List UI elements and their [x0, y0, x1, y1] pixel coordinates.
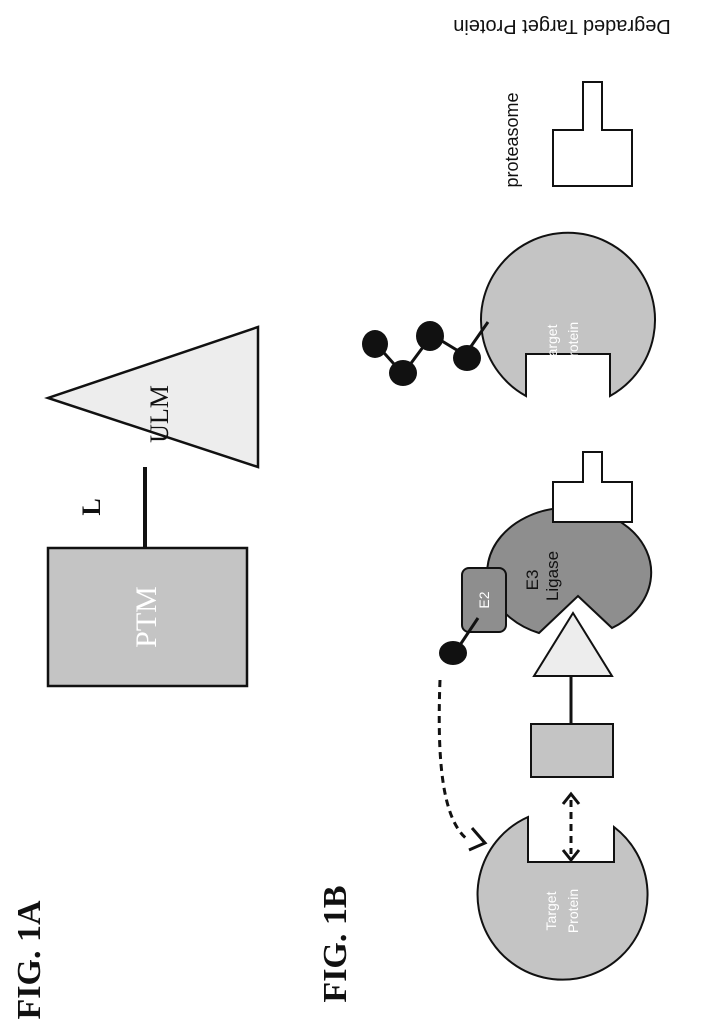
ptm-box	[46, 546, 249, 688]
target-protein-line2: Protein	[565, 889, 581, 933]
ubiq-target-line2: Protein	[565, 322, 581, 366]
ubiquitin-1	[453, 345, 481, 371]
target-protein-line1: Target	[543, 891, 559, 930]
transfer-arrow	[437, 679, 469, 842]
linker-label: L	[77, 498, 106, 515]
binding-arrow-head-bottom	[561, 849, 581, 863]
ulm-triangle	[44, 325, 260, 469]
process-arrow-1	[552, 451, 633, 523]
ubiquitin-4	[362, 330, 388, 358]
ubiquitinated-target-protein-shape	[480, 231, 656, 398]
proteasome-arrow	[552, 81, 633, 187]
fig-1b-label: FIG. 1B	[317, 885, 354, 1002]
ubiquitin-3	[389, 360, 417, 386]
e2-ubiquitin-bond	[456, 617, 480, 649]
degraded-label: Degraded Target Protein	[453, 15, 671, 37]
ubiquitin-2	[416, 321, 444, 351]
e3-line1: E3	[523, 570, 542, 591]
ubiquitin-on-e2	[439, 641, 467, 665]
fig-1a-label: FIG. 1A	[11, 900, 48, 1019]
protac-ptm-box	[530, 723, 614, 778]
e2-label: E2	[476, 591, 492, 608]
binding-arrow-head-top	[561, 791, 581, 805]
fig-1a-group: PTM L ULM	[44, 325, 260, 688]
ubiq-target-line1: Target	[544, 324, 560, 363]
e2-box	[461, 567, 507, 633]
ptm-label: PTM	[130, 586, 163, 648]
ulm-label: ULM	[145, 385, 174, 443]
e3-ligase-shape	[486, 506, 653, 635]
target-protein-shape	[476, 815, 649, 981]
e3-line2: Ligase	[543, 551, 562, 601]
proteasome-label: proteasome	[502, 92, 522, 187]
fig-1b-group: Target Protein E3 Ligase E2 Target Prote…	[362, 15, 671, 981]
transfer-arrow-head	[468, 827, 488, 852]
protac-ulm-triangle	[532, 611, 614, 677]
